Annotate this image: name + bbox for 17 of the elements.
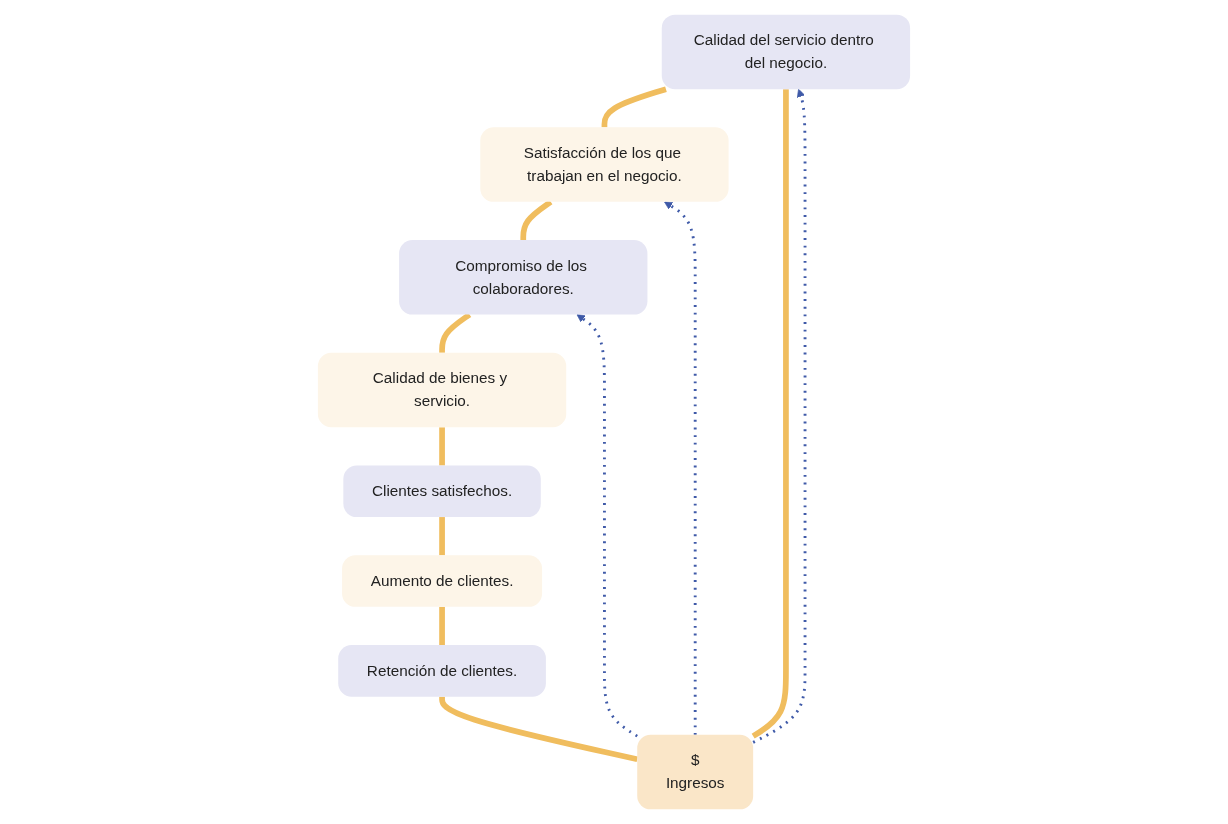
- node-box: Aumento de clientes.: [342, 555, 543, 607]
- node-box: $ Ingresos: [637, 734, 754, 810]
- connector: [439, 427, 445, 466]
- connector: [439, 312, 472, 353]
- node-box: Compromiso de los colaboradores.: [399, 240, 648, 315]
- arrow: [664, 201, 697, 735]
- node-box: Clientes satisfechos.: [343, 465, 541, 518]
- arrow: [752, 88, 807, 744]
- node-box: Calidad del servicio dentro del negocio.: [661, 14, 911, 90]
- connector: [751, 89, 789, 739]
- node-box: Calidad de bienes y servicio.: [317, 352, 567, 428]
- connector: [520, 199, 553, 241]
- node-box: Satisfacción de los que trabajan en el negocio.: [480, 127, 729, 202]
- node-box: Retención de clientes.: [338, 645, 546, 697]
- arrow: [576, 314, 638, 738]
- connector: [439, 517, 445, 556]
- connector: [439, 606, 445, 646]
